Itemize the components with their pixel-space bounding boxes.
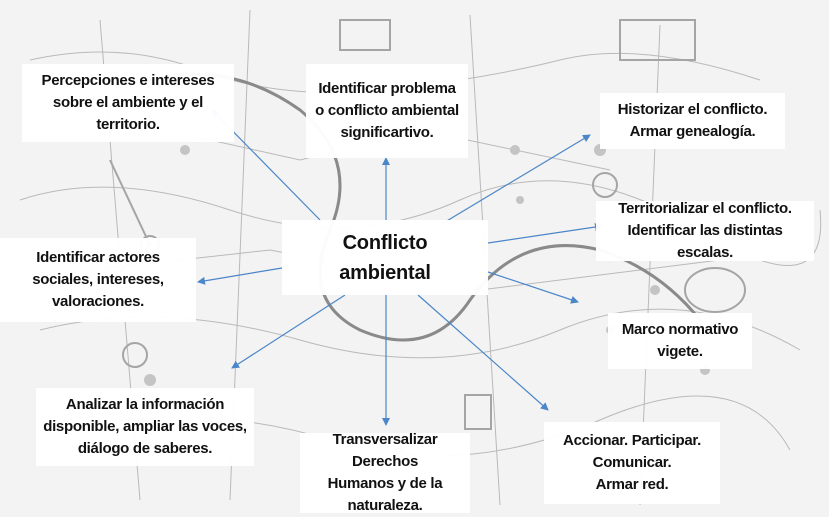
arrow-to-territorializar — [487, 223, 603, 244]
node-percepciones: Percepciones e intereses sobre el ambien… — [22, 64, 234, 142]
node-historizar: Historizar el conflicto. Armar genealogí… — [600, 93, 785, 149]
arrow-to-actores — [197, 267, 283, 285]
node-marco-normativo: Marco normativo vigete. — [608, 313, 752, 369]
node-analizar: Analizar la información disponible, ampl… — [36, 388, 254, 466]
arrow-to-historizar — [439, 134, 591, 226]
central-node-conflicto-ambiental: Conflicto ambiental — [282, 220, 488, 295]
node-actores: Identificar actores sociales, intereses,… — [0, 238, 196, 322]
node-identificar-problema: Identificar problema o conflicto ambient… — [306, 64, 468, 158]
arrow-to-accionar — [417, 294, 549, 411]
arrow-to-marco-normativo — [487, 271, 579, 304]
node-territorializar: Territorializar el conflicto. Identifica… — [596, 200, 814, 261]
arrow-to-analizar — [231, 294, 346, 369]
node-accionar: Accionar. Participar. Comunicar. Armar r… — [544, 422, 720, 504]
node-transversalizar: Transversalizar Derechos Humanos y de la… — [300, 431, 470, 514]
